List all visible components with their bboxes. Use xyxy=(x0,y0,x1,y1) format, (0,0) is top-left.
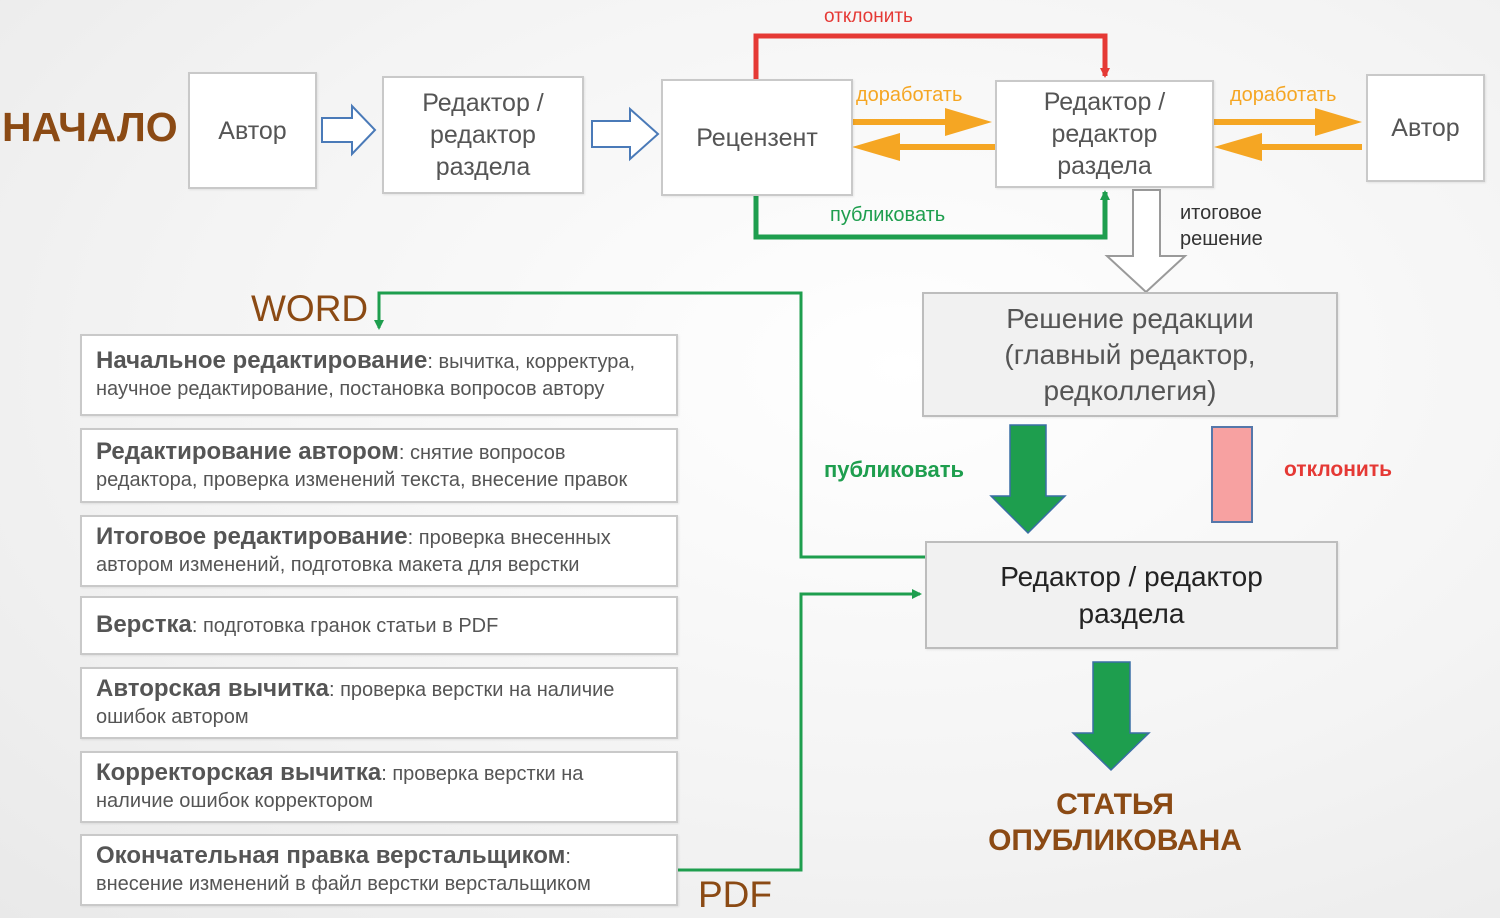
pdf-connector xyxy=(678,589,922,872)
step-title: Начальное редактирование xyxy=(96,347,428,374)
step-title: Редактирование автором xyxy=(96,437,399,465)
reviewer-box: Рецензент xyxy=(661,79,853,196)
step-title: Окончательная правка верстальщиком xyxy=(96,842,566,869)
revise-label-1: доработать xyxy=(856,84,963,106)
publish-loop-line xyxy=(753,190,1110,240)
step-author-editing: Редактирование автором: снятие вопросов … xyxy=(80,428,678,503)
step-desc: внесение изменений в файл верстки верста… xyxy=(96,873,591,895)
word-connector xyxy=(374,291,926,559)
section-editor-box-3: Редактор / редактор раздела xyxy=(925,541,1338,649)
final-decision-label: итоговое решение xyxy=(1180,202,1263,250)
step-desc: проверка внесенных автором изменений, по… xyxy=(96,527,611,576)
pdf-label: PDF xyxy=(698,874,772,915)
publish-down-arrow xyxy=(989,424,1067,535)
author-box-1: Автор xyxy=(188,72,317,189)
outline-arrow-2 xyxy=(591,106,660,162)
step-desc: снятие вопросов редактора, проверка изме… xyxy=(96,441,628,491)
publish-top-label: публиковать xyxy=(830,204,946,226)
article-published-label: СТАТЬЯ ОПУБЛИКОВАНА xyxy=(988,788,1242,857)
step-desc: проверка верстки на наличие ошибок автор… xyxy=(96,679,615,728)
step-title: Авторская вычитка xyxy=(96,675,329,702)
step-desc: проверка верстки на наличие ошибок корре… xyxy=(96,763,584,812)
editorial-decision-box: Решение редакции (главный редактор, редк… xyxy=(922,292,1338,417)
word-label: WORD xyxy=(251,288,369,329)
step-final-editing: Итоговое редактирование: проверка внесен… xyxy=(80,515,678,587)
revise-head-left-1 xyxy=(852,133,900,161)
publish-mid-label: публиковать xyxy=(824,457,964,482)
step-initial-editing: Начальное редактирование: вычитка, корре… xyxy=(80,334,678,416)
author-box-2: Автор xyxy=(1366,74,1485,182)
reject-mid-label: отклонить xyxy=(1284,458,1393,481)
reject-block xyxy=(1211,426,1253,523)
revise-head-left-2 xyxy=(1214,133,1262,161)
step-final-layout-fix: Окончательная правка верстальщиком: внес… xyxy=(80,834,678,906)
start-label: НАЧАЛО xyxy=(2,104,178,150)
reject-top-label: отклонить xyxy=(824,6,913,27)
step-layout: Верстка: подготовка гранок статьи в PDF xyxy=(80,596,678,655)
step-title: Корректорская вычитка xyxy=(96,759,382,786)
final-decision-arrow xyxy=(1104,189,1188,294)
step-desc: подготовка гранок статьи в PDF xyxy=(202,615,499,637)
revise-head-right-2 xyxy=(1315,108,1362,136)
step-title: Итоговое редактирование xyxy=(96,523,408,550)
section-editor-box-2: Редактор / редактор раздела xyxy=(995,80,1214,188)
step-title: Верстка xyxy=(96,611,192,638)
outline-arrow-1 xyxy=(321,103,377,157)
section-editor-box-1: Редактор / редактор раздела xyxy=(382,76,584,194)
reject-loop-line xyxy=(753,33,1110,80)
step-desc: вычитка, корректура, научное редактирова… xyxy=(96,351,636,400)
step-corrector-proofreading: Корректорская вычитка: проверка верстки … xyxy=(80,751,678,823)
revise-head-right-1 xyxy=(945,108,992,136)
revise-label-2: доработать xyxy=(1230,84,1337,106)
publish-final-arrow xyxy=(1071,661,1151,772)
step-author-proofreading: Авторская вычитка: проверка верстки на н… xyxy=(80,667,678,739)
